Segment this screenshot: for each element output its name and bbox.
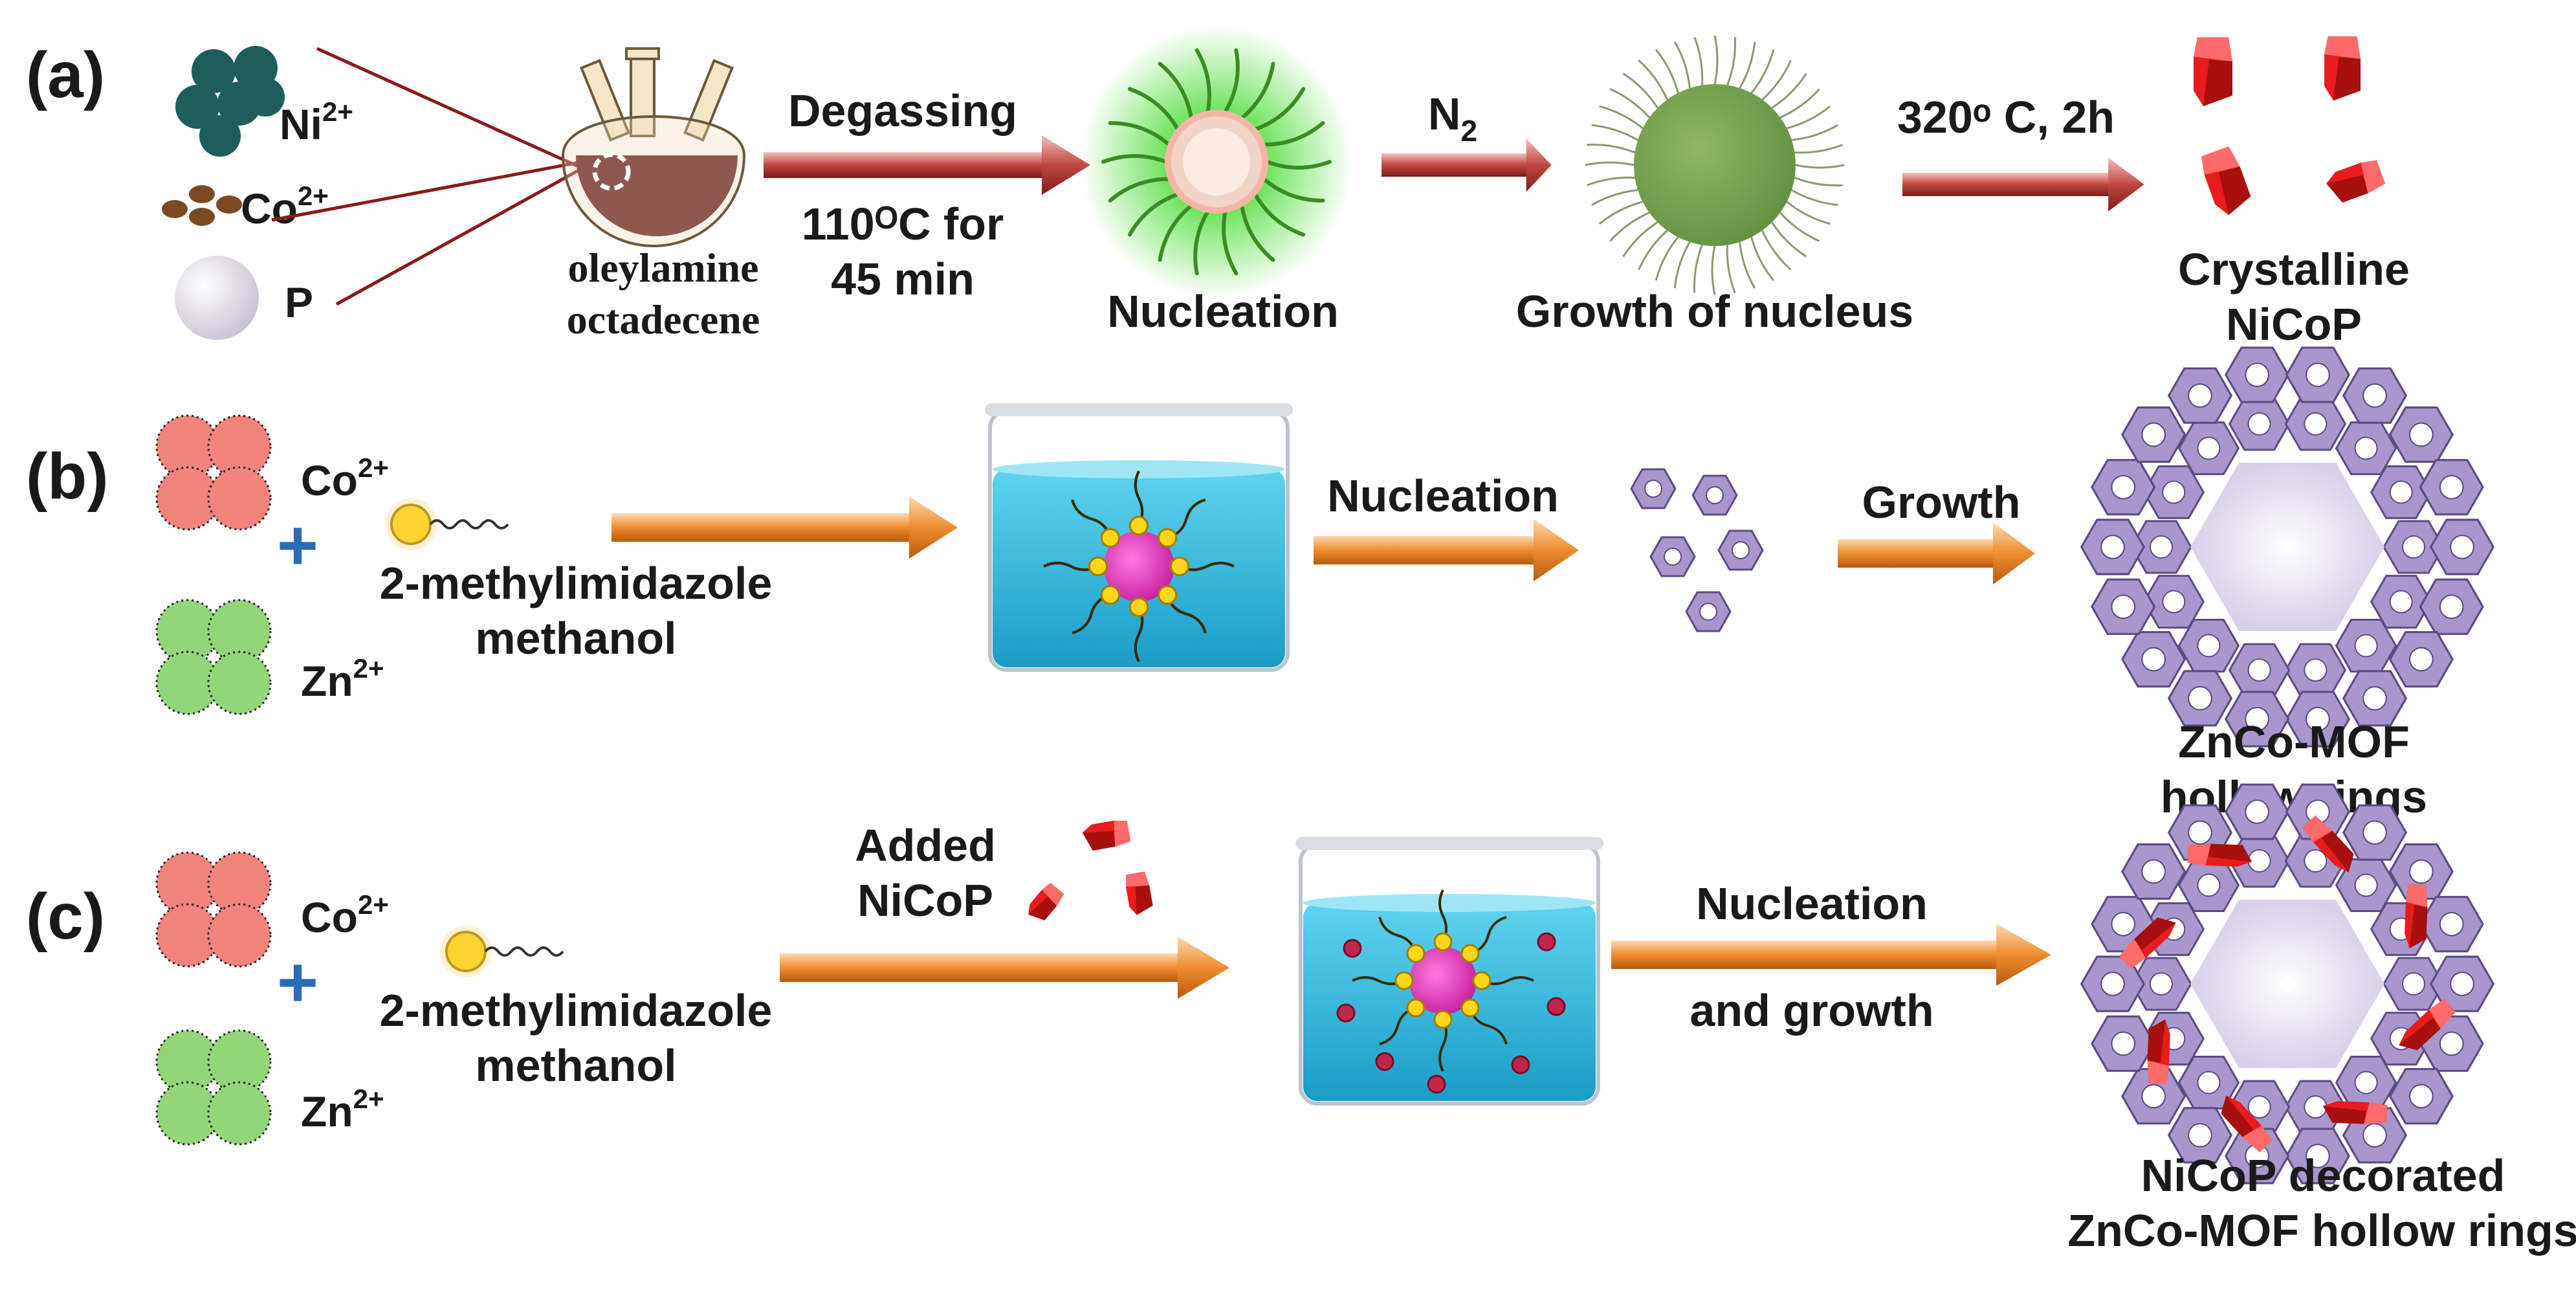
co-cluster-b bbox=[155, 414, 272, 531]
solvent-label-2: octadecene bbox=[567, 296, 760, 342]
mixing-arrow-b bbox=[611, 496, 958, 559]
nucleation-growth-arrow-c bbox=[1611, 924, 2051, 986]
three-neck-flask-icon bbox=[561, 47, 746, 247]
nicop-crystals-icon bbox=[2194, 36, 2386, 218]
ligand-icon-c bbox=[440, 926, 564, 977]
mof-nuclei-icon bbox=[1630, 468, 1764, 632]
solvent-label-c: methanol bbox=[475, 1040, 676, 1091]
zn-cluster-b bbox=[155, 599, 272, 715]
co-label-b: Co2+ bbox=[301, 452, 389, 504]
panel-c-label: (c) bbox=[26, 880, 105, 953]
co-ion-cluster bbox=[162, 185, 242, 226]
added-label: Added bbox=[855, 820, 996, 871]
co-ion-label: Co2+ bbox=[241, 181, 329, 232]
degassing-label: Degassing bbox=[788, 85, 1017, 136]
heating-arrow bbox=[1902, 157, 2144, 212]
growth-label: Growth of nucleus bbox=[1516, 286, 1913, 337]
added-nicop-crystals-icon bbox=[1024, 818, 1154, 925]
ligand-label-b: 2-methylimidazole bbox=[380, 558, 773, 608]
growth-arrow-b bbox=[1838, 522, 2035, 585]
growth-label-c: and growth bbox=[1690, 985, 1933, 1036]
nicop-decorated-label: NiCoP decorated bbox=[2141, 1150, 2505, 1201]
p-precursor-sphere bbox=[175, 256, 259, 340]
plus-icon-b: + bbox=[277, 506, 318, 585]
nucleation-label: Nucleation bbox=[1107, 286, 1339, 337]
added-nicop-label: NiCoP bbox=[857, 875, 993, 926]
growth-nucleus-icon bbox=[1585, 35, 1845, 295]
ni-ion-cluster bbox=[175, 46, 285, 157]
solvent-label-1: oleylamine bbox=[567, 245, 758, 291]
zn-label-c: Zn2+ bbox=[301, 1084, 384, 1135]
nucleation-micelle-icon bbox=[1081, 26, 1352, 298]
plus-icon-c: + bbox=[277, 942, 318, 1022]
nicop-label: NiCoP bbox=[2226, 299, 2362, 350]
nucleation-label-b: Nucleation bbox=[1327, 471, 1559, 521]
zn-cluster-c bbox=[155, 1029, 272, 1146]
panel-a-label: (a) bbox=[26, 39, 105, 111]
ligand-icon-b bbox=[385, 498, 509, 550]
beaker-micelle-c bbox=[1295, 837, 1603, 1104]
precursor-lines bbox=[271, 47, 584, 306]
growth-label-b: Growth bbox=[1862, 477, 2021, 528]
co-label-c: Co2+ bbox=[301, 889, 389, 941]
p-label: P bbox=[285, 278, 313, 326]
zncomof-hollow-ring-icon bbox=[2080, 346, 2494, 748]
zncomof-hollow-rings-label: ZnCo-MOF hollow rings bbox=[2067, 1205, 2576, 1256]
solvent-label-b: methanol bbox=[475, 613, 676, 663]
ni-ion-label: Ni2+ bbox=[280, 96, 353, 148]
crystalline-label: Crystalline bbox=[2178, 244, 2410, 295]
n2-label: N2 bbox=[1428, 89, 1477, 148]
degassing-time-label: 45 min bbox=[831, 254, 974, 304]
panel-b-label: (b) bbox=[26, 440, 109, 513]
zncomof-label: ZnCo-MOF bbox=[2178, 717, 2410, 767]
beaker-micelle-b bbox=[985, 403, 1293, 670]
degassing-temp-label: 110ᴼC for bbox=[802, 199, 1004, 249]
ligand-label-c: 2-methylimidazole bbox=[380, 985, 773, 1036]
degassing-arrow bbox=[764, 135, 1090, 195]
mixing-arrow-c bbox=[780, 937, 1229, 999]
heating-label: 320ᵒ C, 2h bbox=[1897, 92, 2115, 142]
nicop-decorated-ring-icon bbox=[2080, 783, 2494, 1185]
zn-label-b: Zn2+ bbox=[301, 653, 384, 705]
nucleation-arrow-b bbox=[1314, 519, 1579, 581]
co-cluster-c bbox=[155, 851, 272, 968]
nucleation-label-c: Nucleation bbox=[1696, 878, 1928, 929]
